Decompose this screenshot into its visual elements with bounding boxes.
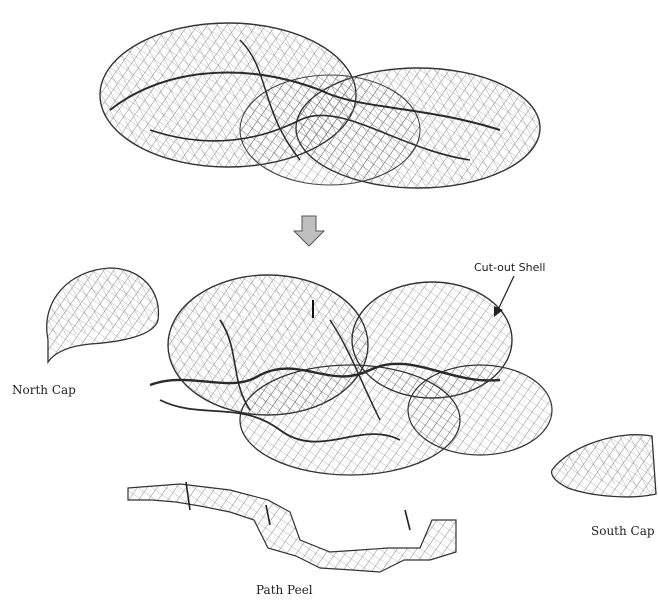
path-peel-label: Path Peel: [256, 583, 313, 597]
north-cap-mesh: [47, 268, 159, 362]
pointer-arrow-icon: [494, 276, 514, 317]
path-peel-mesh: [128, 482, 456, 572]
south-cap-mesh: [552, 435, 656, 497]
south-cap-label: South Cap: [591, 524, 655, 538]
full-mesh: [100, 23, 540, 188]
down-arrow-icon: [294, 216, 324, 246]
cutout-shell-mesh: [150, 275, 552, 475]
north-cap-label: North Cap: [12, 383, 76, 397]
cutout-shell-label: Cut-out Shell: [474, 261, 545, 274]
